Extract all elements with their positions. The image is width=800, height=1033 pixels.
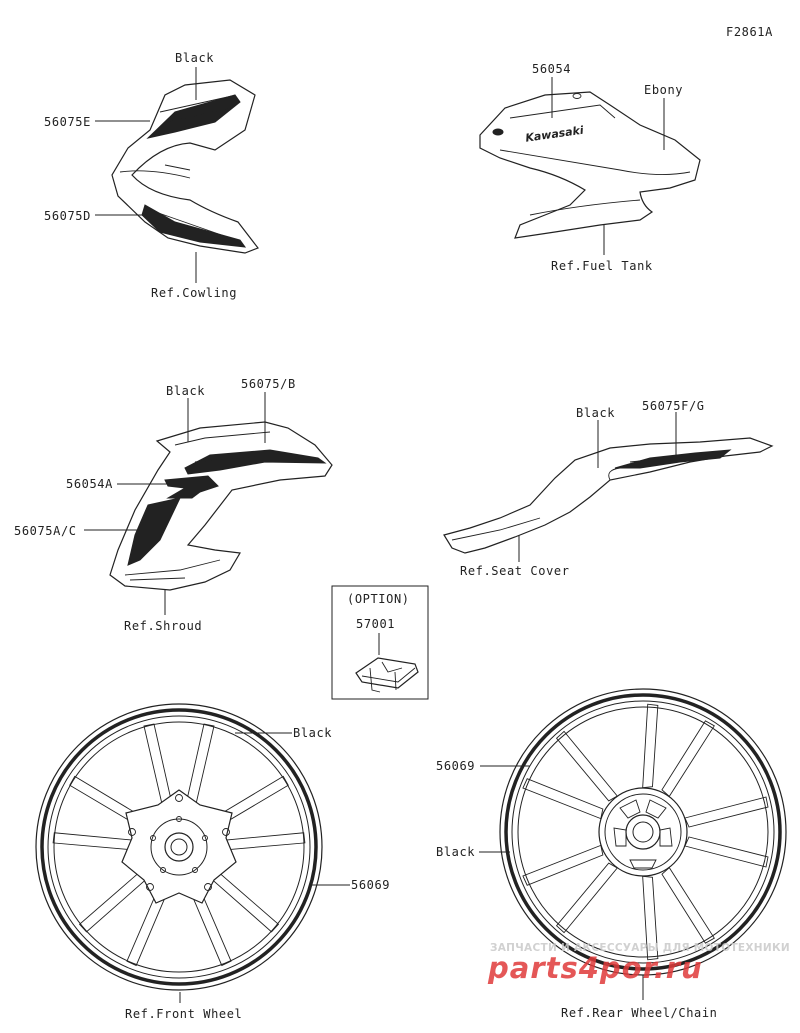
shroud-side-label: 56075A/C bbox=[14, 524, 77, 538]
seat-cover-black-label: Black bbox=[576, 406, 615, 420]
option-heading: (OPTION) bbox=[347, 592, 410, 606]
shroud-emblem-label: 56054A bbox=[66, 477, 113, 491]
watermark: ЗАПЧАСТИ И АКСЕССУАРЫ ДЛЯ МОТОТЕХНИКИ pa… bbox=[487, 942, 790, 985]
diagram-id: F2861A bbox=[726, 25, 773, 39]
rear-wheel-part-label: 56069 bbox=[436, 759, 475, 773]
front-wheel-group: Black 56069 Ref.Front Wheel bbox=[35, 703, 390, 1021]
shroud-upper-stripe bbox=[184, 449, 327, 475]
watermark-subtitle: ЗАПЧАСТИ И АКСЕССУАРЫ ДЛЯ МОТОТЕХНИКИ bbox=[490, 942, 790, 954]
watermark-brand: parts4por.ru bbox=[487, 951, 703, 985]
front-wheel-black-label: Black bbox=[293, 726, 332, 740]
option-part-label: 57001 bbox=[356, 617, 395, 631]
shroud-group: Black 56075/B 56054A 56075A/C Ref.Shroud bbox=[14, 377, 333, 633]
cowling-black-label: Black bbox=[175, 51, 214, 65]
fuel-tank-color-label: Ebony bbox=[644, 83, 683, 97]
front-wheel-part-label: 56069 bbox=[351, 878, 390, 892]
cowling-group: Black 56075E 56075D Ref.Cowling bbox=[44, 51, 259, 300]
front-wheel-ref-label: Ref.Front Wheel bbox=[125, 1007, 242, 1021]
shroud-upper-label: 56075/B bbox=[241, 377, 296, 391]
fuel-tank-group: Kawasaki 56054 Ebony Ref.Fuel Tank bbox=[479, 62, 701, 273]
seat-cover-part bbox=[443, 437, 774, 554]
rear-wheel-black-label: Black bbox=[436, 845, 475, 859]
fuel-tank-ref-label: Ref.Fuel Tank bbox=[551, 259, 653, 273]
shroud-ref-label: Ref.Shroud bbox=[124, 619, 202, 633]
fuel-tank-part-label: 56054 bbox=[532, 62, 571, 76]
seat-cover-part-label: 56075F/G bbox=[642, 399, 705, 413]
front-wheel-hub bbox=[121, 789, 237, 904]
option-clip-part bbox=[355, 657, 419, 693]
cowling-lower-label: 56075D bbox=[44, 209, 91, 223]
shroud-side-stripe bbox=[127, 497, 181, 566]
cowling-lower-stripe bbox=[141, 204, 247, 248]
cowling-ref-label: Ref.Cowling bbox=[151, 286, 237, 300]
rear-wheel-hub bbox=[598, 787, 688, 877]
option-box: (OPTION) 57001 bbox=[331, 585, 429, 700]
seat-cover-group: Black 56075F/G Ref.Seat Cover bbox=[443, 399, 774, 578]
seat-cover-ref-label: Ref.Seat Cover bbox=[460, 564, 570, 578]
shroud-emblem bbox=[164, 475, 219, 499]
rear-wheel-spokes bbox=[522, 703, 769, 961]
shroud-black-label: Black bbox=[166, 384, 205, 398]
rear-wheel-ref-label: Ref.Rear Wheel/Chain bbox=[561, 1006, 718, 1020]
rear-wheel-group: 56069 Black Ref.Rear Wheel/Chain bbox=[436, 688, 787, 1020]
cowling-upper-label: 56075E bbox=[44, 115, 91, 129]
shroud-part bbox=[109, 421, 333, 591]
